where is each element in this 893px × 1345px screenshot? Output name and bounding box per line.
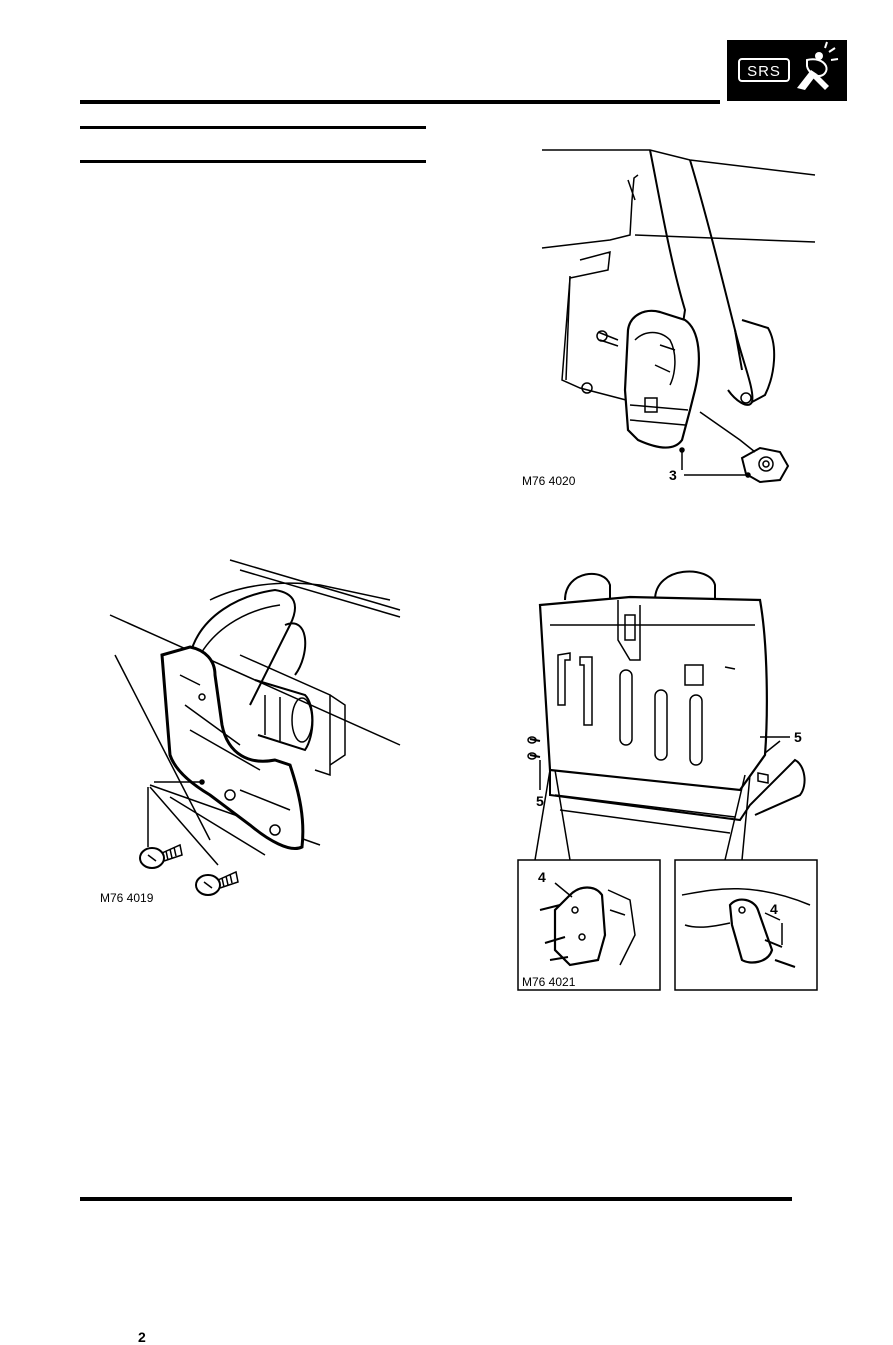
- footer-rule: [80, 1197, 792, 1201]
- srs-badge: SRS: [727, 40, 847, 101]
- figure-code: M76 4020: [522, 474, 576, 488]
- callout-4: 4: [538, 869, 546, 885]
- callout-4: 4: [770, 901, 778, 917]
- callout-3: 3: [669, 467, 677, 483]
- figure-rear-seat: 5 5 4 4 M76 4021: [510, 565, 820, 995]
- figure-retractor: 3 M76 4020: [510, 140, 830, 500]
- section-rule-bottom: [80, 160, 426, 163]
- callout-5: 5: [536, 793, 544, 809]
- figure-code: M76 4019: [100, 891, 154, 905]
- srs-badge-text: SRS: [747, 63, 781, 80]
- airbag-person-icon: [797, 41, 839, 90]
- section-rule-top: [80, 126, 426, 129]
- figure-trim-bracket: 2 M76 4019: [90, 555, 410, 1345]
- callout-2: 2: [138, 1329, 146, 1345]
- screw-part: [195, 870, 239, 896]
- header-rule: [80, 100, 720, 104]
- callout-5: 5: [794, 729, 802, 745]
- screw-part: [139, 843, 183, 869]
- figure-code: M76 4021: [522, 975, 576, 989]
